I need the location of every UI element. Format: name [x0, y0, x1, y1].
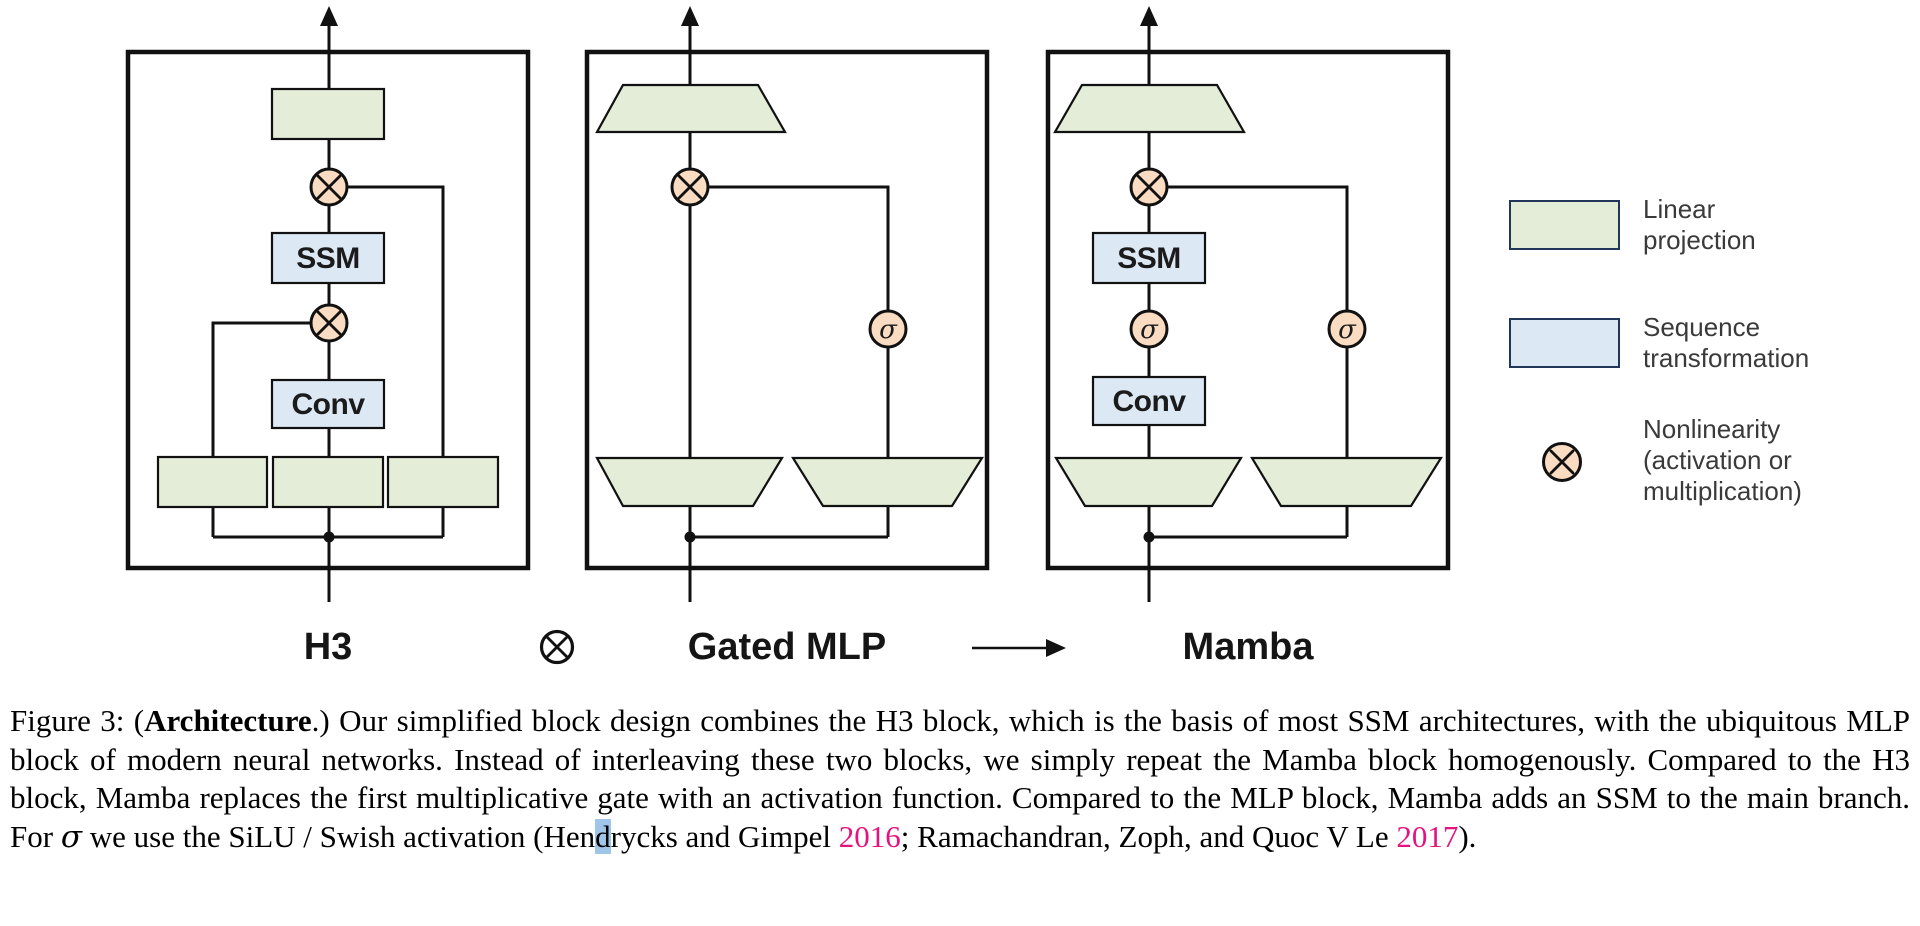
mamba-conv-label: Conv	[1113, 385, 1187, 418]
legend-nonlinearity-label: Nonlinearity (activation or multiplicati…	[1643, 414, 1802, 507]
mamba-output-projection-trapezoid	[1053, 83, 1246, 134]
h3-conv-box	[270, 378, 386, 430]
h3-right-branch-wire	[347, 185, 445, 457]
h3-input-projection-center-rect	[271, 455, 385, 509]
gmlp-multiply-gate-icon	[670, 167, 710, 207]
h3-left-branch-wire	[211, 321, 311, 457]
gmlp-sigma-activation-icon: σ	[868, 309, 908, 349]
legend-nonlinearity-icon	[1542, 442, 1582, 482]
gmlp-output-arrowhead-icon	[681, 6, 699, 26]
h3-outer-box	[125, 49, 531, 571]
gated-mlp-diagram-label: Gated MLP	[687, 626, 887, 668]
architecture-diagram: SSM Conv	[125, 6, 1451, 665]
caption-body: .) Our simplified block design combines …	[10, 703, 1910, 854]
gmlp-input-projection-left-trapezoid	[595, 456, 784, 508]
mamba-sigma-main-label: σ	[1140, 315, 1159, 345]
arrow-right-icon	[972, 639, 1066, 657]
caption-body: we use the SiLU / Swish activation (Hen	[82, 818, 596, 854]
otimes-operator-icon	[539, 629, 575, 665]
h3-ssm-box	[270, 231, 386, 285]
mamba-block-diagram: SSM σ Conv σ	[1045, 6, 1451, 602]
mamba-sigma-gate-label: σ	[1338, 315, 1357, 345]
mamba-outer-box	[1045, 49, 1451, 571]
gmlp-output-projection-trapezoid	[595, 83, 787, 134]
gmlp-outer-box	[584, 49, 990, 571]
mamba-sigma-main-icon: σ	[1129, 309, 1169, 349]
h3-ssm-label: SSM	[296, 242, 360, 275]
mamba-input-projection-right-trapezoid	[1250, 456, 1443, 508]
mamba-junction-dot	[1143, 531, 1155, 543]
legend-sequence-transformation-swatch	[1509, 318, 1620, 368]
h3-block-diagram: SSM Conv	[125, 6, 531, 602]
caption-body: ; Ramachandran, Zoph, and Quoc V Le	[900, 818, 1397, 854]
gated-mlp-block-diagram: σ	[584, 6, 990, 602]
gmlp-sigma-label: σ	[879, 315, 898, 345]
h3-conv-label: Conv	[292, 388, 366, 421]
mamba-output-arrowhead-icon	[1140, 6, 1158, 26]
h3-output-arrowhead-icon	[320, 6, 338, 26]
mamba-sigma-gate-icon: σ	[1327, 309, 1367, 349]
legend-text-line: (activation or	[1643, 445, 1792, 475]
citation-link-2017[interactable]: 2017	[1396, 818, 1459, 854]
caption-architecture-bold: Architecture	[144, 703, 312, 738]
mamba-gate-branch-wire	[1167, 185, 1349, 311]
mamba-input-projection-left-trapezoid	[1054, 456, 1243, 508]
legend-sequence-transformation-label: Sequence transformation	[1643, 312, 1809, 374]
caption-body: ).	[1458, 818, 1477, 854]
h3-multiply-gate2-icon	[309, 303, 349, 343]
h3-input-projection-left-rect	[156, 455, 269, 509]
h3-multiply-gate-icon	[309, 167, 349, 207]
legend-text-line: Linear	[1643, 194, 1716, 224]
figure-caption: Figure 3: (Architecture.) Our simplified…	[10, 702, 1910, 856]
legend-text-line: Nonlinearity	[1643, 414, 1781, 444]
citation-link-2016[interactable]: 2016	[838, 818, 901, 854]
caption-figure-prefix: Figure 3: (	[10, 703, 145, 738]
h3-diagram-label: H3	[303, 626, 353, 668]
caption-highlighted-letter: d	[595, 818, 611, 854]
h3-junction-dot	[323, 531, 335, 543]
legend-text-line: projection	[1643, 225, 1756, 255]
legend-linear-projection-label: Linear projection	[1643, 194, 1756, 256]
legend-text-line: Sequence	[1643, 312, 1761, 342]
gmlp-junction-dot	[684, 531, 696, 543]
legend-text-line: transformation	[1643, 343, 1810, 373]
h3-output-linear-projection-rect	[270, 87, 386, 141]
mamba-conv-box	[1091, 375, 1207, 427]
gmlp-gate-branch-wire	[708, 185, 890, 311]
mamba-ssm-box	[1091, 231, 1207, 285]
mamba-ssm-label: SSM	[1117, 242, 1181, 275]
gmlp-input-projection-right-trapezoid	[791, 456, 984, 508]
mamba-multiply-gate-icon	[1129, 167, 1169, 207]
caption-sigma-symbol: σ	[60, 818, 82, 855]
caption-body: rycks and Gimpel	[610, 818, 839, 854]
h3-input-projection-right-rect	[386, 455, 500, 509]
mamba-diagram-label: Mamba	[1182, 626, 1314, 668]
legend-text-line: multiplication)	[1643, 476, 1802, 506]
legend-linear-projection-swatch	[1509, 200, 1620, 250]
